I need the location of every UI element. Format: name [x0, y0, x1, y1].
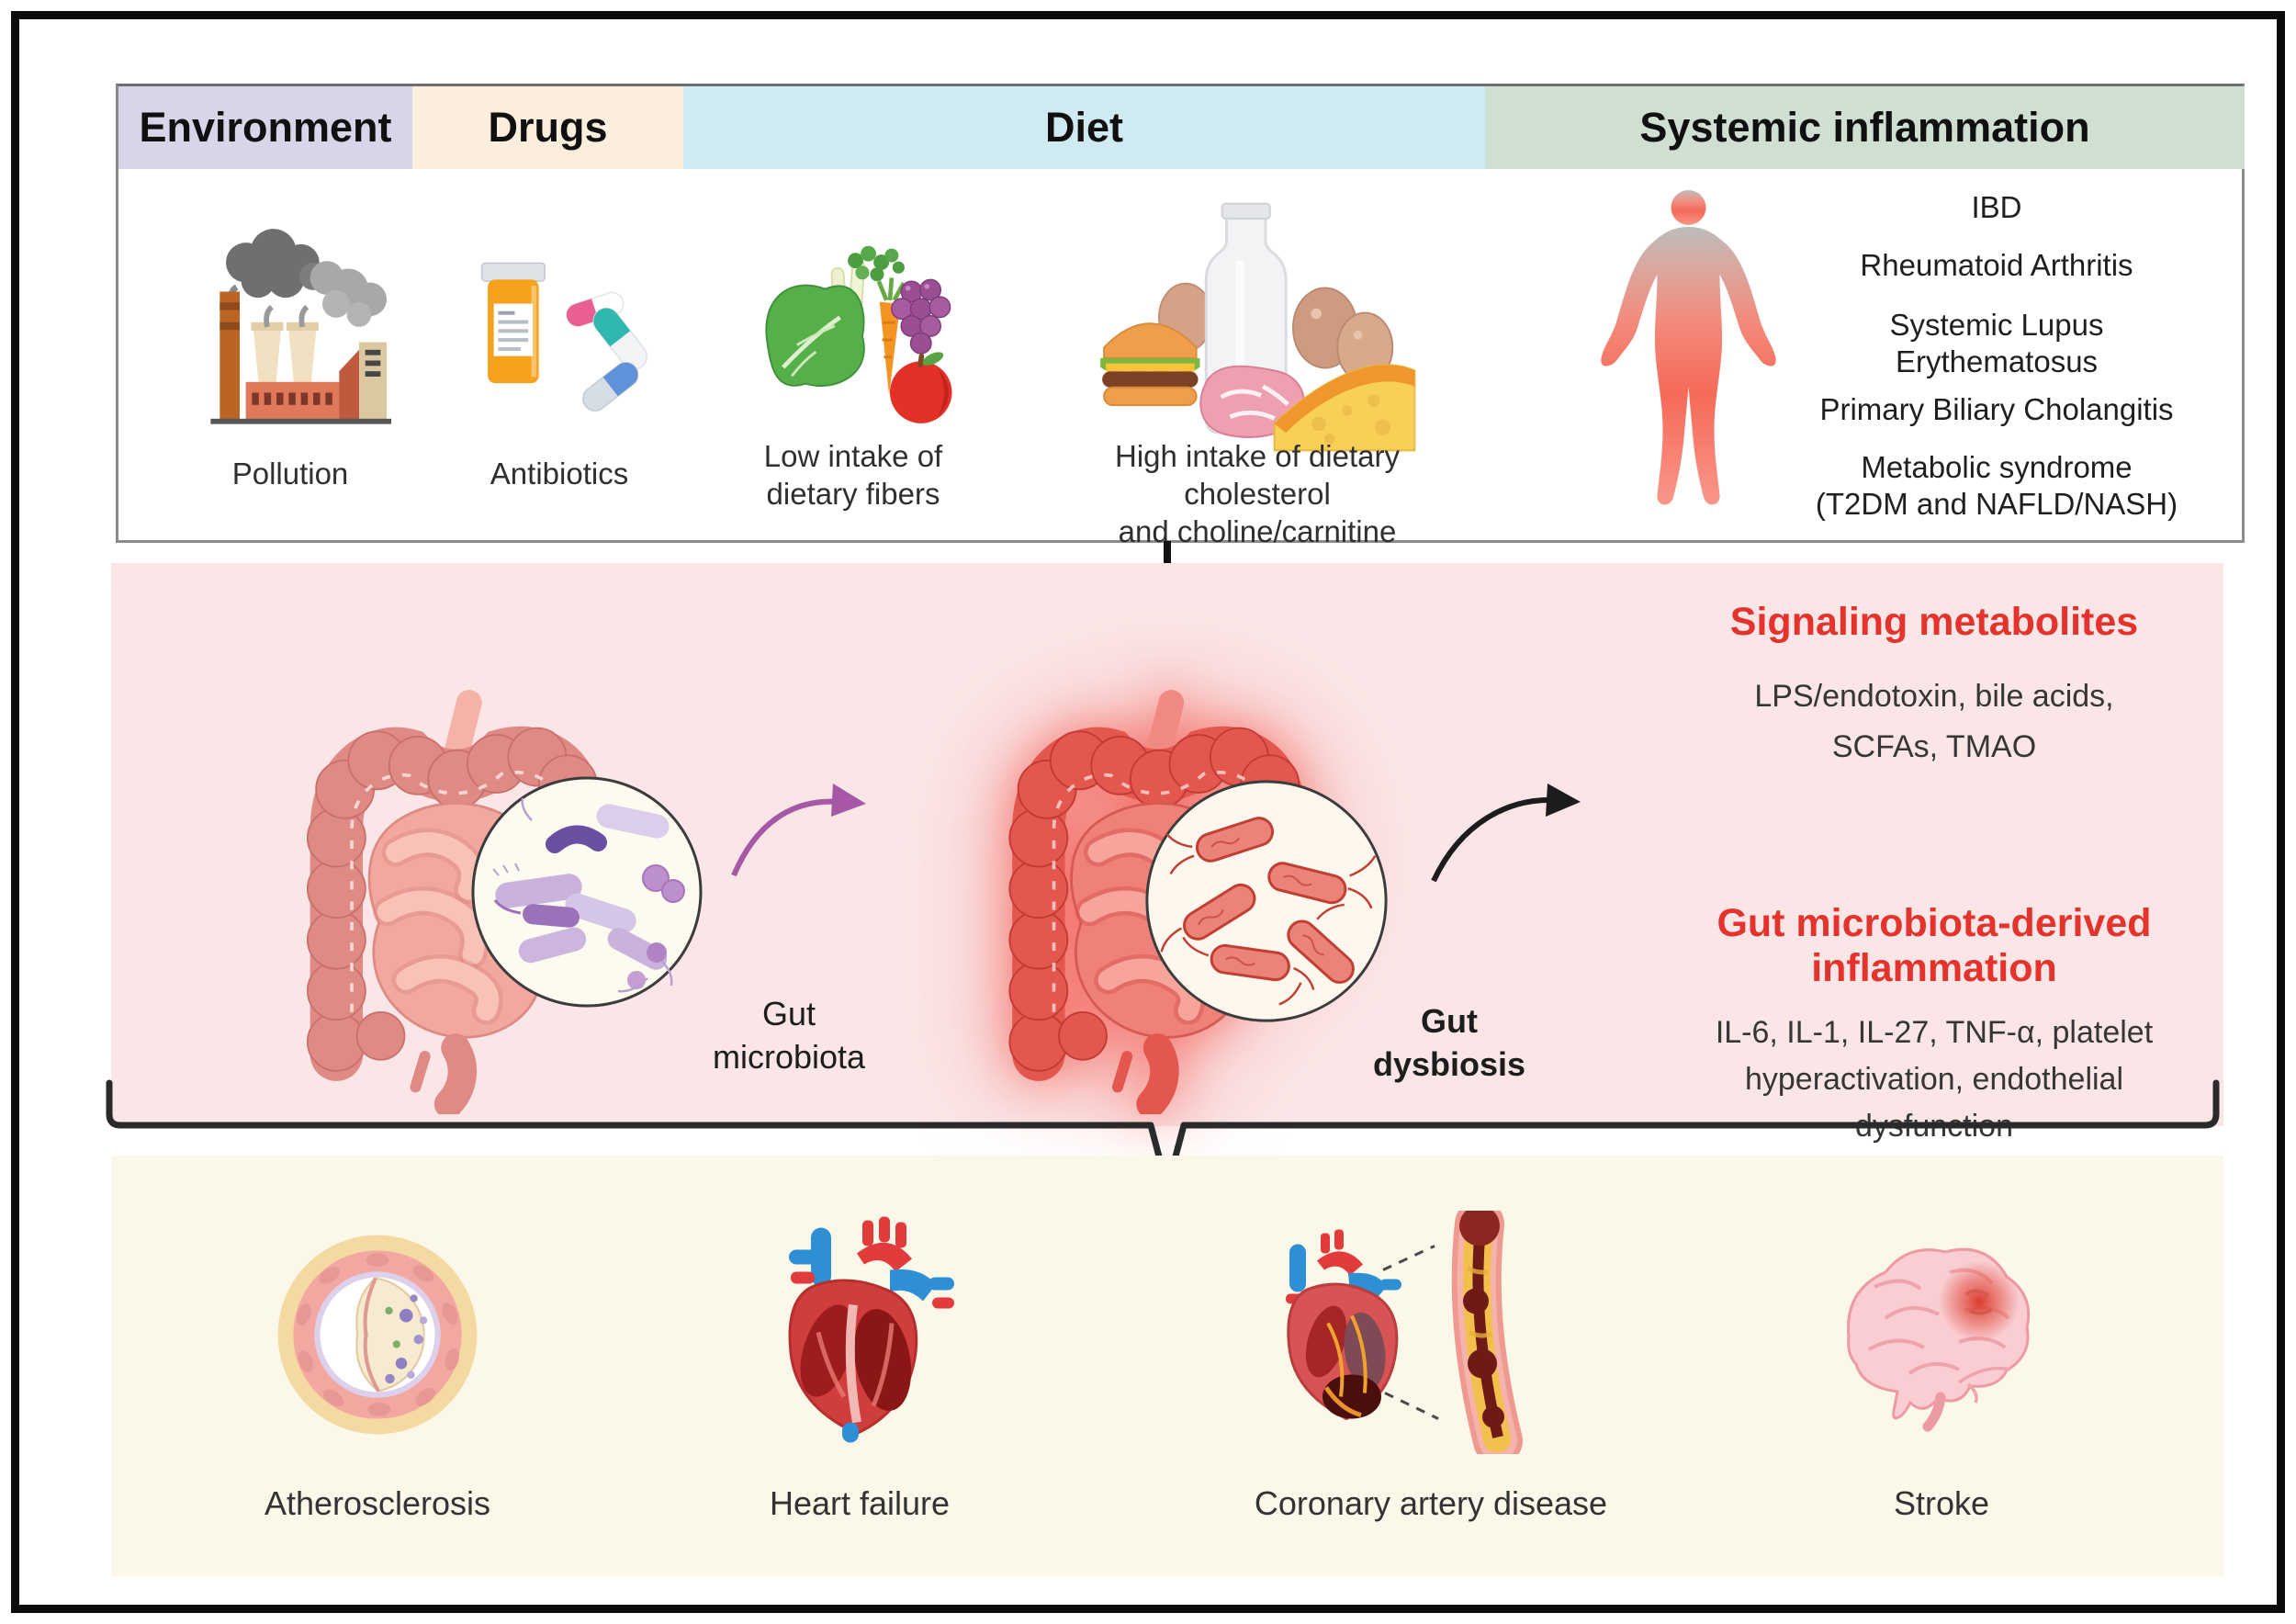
gut-dysbiosis-panel: Gut microbiota [111, 563, 2223, 1144]
header-drugs-label: Drugs [488, 104, 608, 151]
vegetables-fruit-icon [752, 215, 959, 449]
header-drugs: Drugs [412, 86, 683, 169]
disease-metabolic-syndrome: Metabolic syndrome (T2DM and NAFLD/NASH) [1815, 450, 2178, 521]
coronary-artery-disease-label: Coronary artery disease [1254, 1484, 1608, 1522]
disease-lupus: Systemic Lupus Erythematosus [1889, 308, 2104, 378]
gut-dysbiosis-label: Gut dysbiosis [1372, 1002, 1526, 1083]
stroke-brain-icon [1821, 1222, 2060, 1442]
signaling-metabolites-list: LPS/endotoxin, bile acids, SCFAs, TMAO [1754, 679, 2114, 765]
header-environment: Environment [118, 86, 412, 169]
disease-biliary-cholangitis: Primary Biliary Cholangitis [1819, 392, 2174, 426]
antibiotics-label: Antibiotics [490, 457, 629, 491]
microbiota-transition-arrow-icon [728, 773, 875, 883]
signaling-metabolites-title: Signaling metabolites [1729, 600, 2139, 644]
stroke-label: Stroke [1893, 1484, 1990, 1522]
atherosclerosis-artery-icon [263, 1220, 492, 1449]
factory-pollution-icon [175, 202, 405, 459]
gut-microbiota-label: Gut microbiota [712, 995, 866, 1076]
atherosclerosis-label: Atherosclerosis [264, 1484, 491, 1522]
pill-bottle-capsules-icon [447, 224, 672, 445]
header-systemic-inflammation: Systemic inflammation [1485, 86, 2245, 169]
human-body-icon [1594, 183, 1783, 513]
risk-factors-panel: Environment Drugs Diet Systemic inflamma… [116, 84, 2245, 548]
figure-outer-frame: Environment Drugs Diet Systemic inflamma… [11, 11, 2285, 1613]
disease-ibd: IBD [1971, 190, 2022, 224]
dysbiosis-output-arrow-icon [1426, 776, 1592, 886]
heart-failure-icon [754, 1206, 965, 1449]
header-diet: Diet [683, 86, 1485, 169]
header-environment-label: Environment [139, 104, 392, 151]
low-fiber-label: Low intake of dietary fibers [763, 439, 943, 511]
inflammation-list: IL-6, IL-1, IL-27, TNF-α, platelet hyper… [1715, 1015, 2154, 1144]
header-systemic-inflammation-label: Systemic inflammation [1639, 104, 2090, 151]
pollution-label: Pollution [231, 457, 349, 491]
high-cholesterol-label: High intake of dietary cholesterol and c… [1114, 439, 1400, 548]
gut-dysbiosis-magnifier-icon [1140, 774, 1393, 1028]
coronary-artery-disease-icon [1273, 1211, 1576, 1454]
inflammation-title: Gut microbiota-derived inflammation [1716, 901, 2152, 991]
heart-failure-label: Heart failure [769, 1484, 951, 1522]
disease-rheumatoid-arthritis: Rheumatoid Arthritis [1860, 248, 2133, 282]
high-fat-foods-icon [1046, 195, 1432, 461]
header-diet-label: Diet [1044, 104, 1123, 151]
gut-microbiota-magnifier-icon [467, 773, 706, 1011]
cardiovascular-outcomes-panel: Atherosclerosis Heart failure [111, 1156, 2223, 1576]
